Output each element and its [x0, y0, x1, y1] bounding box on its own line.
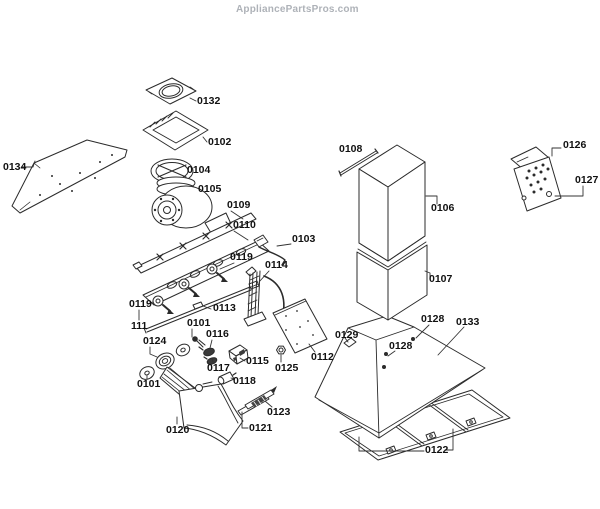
part-0125-nut-drawing — [276, 345, 286, 355]
part-0129-clip-drawing — [343, 337, 357, 348]
part-label-0119-b: 0119 — [129, 298, 152, 310]
part-label-0115: 0115 — [246, 355, 269, 367]
part-label-0119-a: 0119 — [230, 251, 253, 263]
part-label-0129: 0129 — [335, 329, 359, 341]
part-label-0108: 0108 — [339, 143, 363, 155]
part-label-0132: 0132 — [197, 95, 221, 107]
part-label-0118: 0118 — [233, 375, 256, 387]
part-0108-rod-drawing — [338, 148, 379, 177]
part-label-0110: 0110 — [233, 219, 256, 231]
part-label-0109: 0109 — [227, 199, 251, 211]
part-label-0121: 0121 — [249, 422, 273, 434]
part-label-0126: 0126 — [563, 139, 587, 151]
part-0132-top-plate-drawing — [145, 77, 197, 105]
part-label-0101-a: 0101 — [187, 317, 211, 329]
part-0126-control-module-drawing — [510, 146, 562, 212]
part-label-0101-b: 0101 — [137, 378, 161, 390]
part-0105-blower-motor-drawing — [151, 176, 232, 234]
part-0107-chimney-lower-drawing — [356, 241, 428, 321]
part-0133-hood-canopy-drawing — [314, 315, 486, 439]
part-label-0123: 0123 — [267, 406, 291, 418]
part-0134-wall-bracket-drawing — [11, 139, 128, 214]
part-label-0112: 0112 — [311, 351, 334, 363]
part-0116-clamp-drawing — [198, 346, 215, 357]
part-label-111: 111 — [131, 320, 148, 332]
part-label-0107: 0107 — [429, 273, 453, 285]
part-label-0134: 0134 — [3, 161, 27, 173]
part-label-0104: 0104 — [187, 164, 211, 176]
part-label-0125: 0125 — [275, 362, 299, 374]
part-0120-deflector-drawing — [178, 381, 244, 446]
part-label-0128-b: 0128 — [389, 340, 413, 352]
part-0115-switch-drawing — [228, 344, 249, 365]
part-label-0103: 0103 — [292, 233, 316, 245]
part-label-0133: 0133 — [456, 316, 480, 328]
part-0117-clamp-drawing — [203, 356, 218, 365]
part-label-0105: 0105 — [198, 183, 222, 195]
part-0103-cable-drawing — [253, 234, 286, 266]
part-0123-slider-drawing — [244, 386, 277, 410]
part-label-0106: 0106 — [431, 202, 455, 214]
part-0106-chimney-upper-drawing — [358, 144, 426, 262]
part-0118-sleeve-drawing — [217, 371, 237, 385]
part-label-0116: 0116 — [206, 328, 229, 340]
part-label-0128-a: 0128 — [421, 313, 445, 325]
part-0109-rail-drawing — [132, 212, 257, 274]
part-label-0114: 0114 — [265, 259, 288, 271]
part-0112-panel-drawing — [272, 298, 328, 354]
part-0119-lamp-sockets-drawing — [152, 263, 228, 314]
part-label-0120: 0120 — [166, 424, 190, 436]
part-label-0102: 0102 — [208, 136, 232, 148]
part-0128-screws-drawing — [382, 337, 415, 369]
watermark-text: AppliancePartsPros.com — [236, 4, 359, 15]
part-label-0122: 0122 — [425, 444, 449, 456]
part-label-0113: 0113 — [213, 302, 236, 314]
part-label-0124: 0124 — [143, 335, 167, 347]
part-label-0127: 0127 — [575, 174, 599, 186]
part-0102-mounting-frame-drawing — [142, 110, 209, 151]
leader-lines — [21, 97, 584, 452]
part-label-0117: 0117 — [207, 362, 230, 374]
